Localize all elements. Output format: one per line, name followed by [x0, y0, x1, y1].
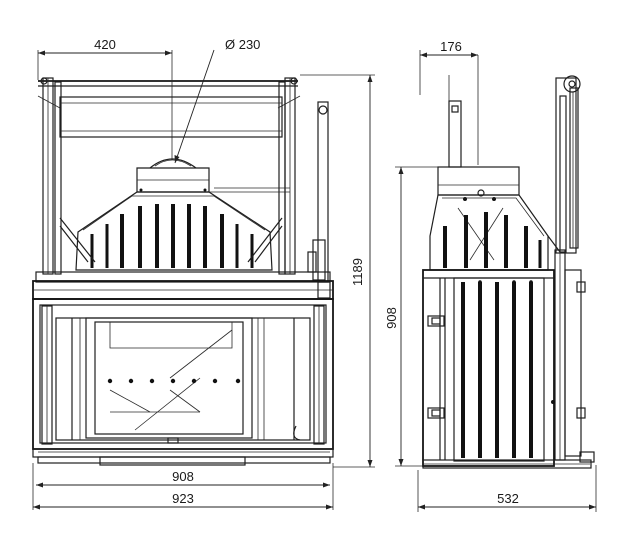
side-hood-ribs — [443, 212, 542, 268]
dimension-420: 420 — [94, 37, 116, 52]
dimension-176: 176 — [440, 39, 462, 54]
dimension-532: 532 — [497, 491, 519, 506]
front-view — [32, 50, 334, 466]
front-dimensions: 420 Ø 230 1189 908 923 — [32, 37, 375, 510]
side-view — [422, 55, 595, 469]
dimension-923: 923 — [172, 491, 194, 506]
side-dimensions: 176 908 532 — [384, 39, 597, 512]
dimension-908-height: 908 — [384, 307, 399, 329]
dimension-diameter-230: Ø 230 — [225, 37, 260, 52]
front-rivets — [107, 378, 241, 384]
side-body-ribs — [461, 282, 533, 458]
dimension-908-width: 908 — [172, 469, 194, 484]
front-hood-ribs — [90, 204, 254, 268]
dimension-1189: 1189 — [350, 258, 365, 286]
